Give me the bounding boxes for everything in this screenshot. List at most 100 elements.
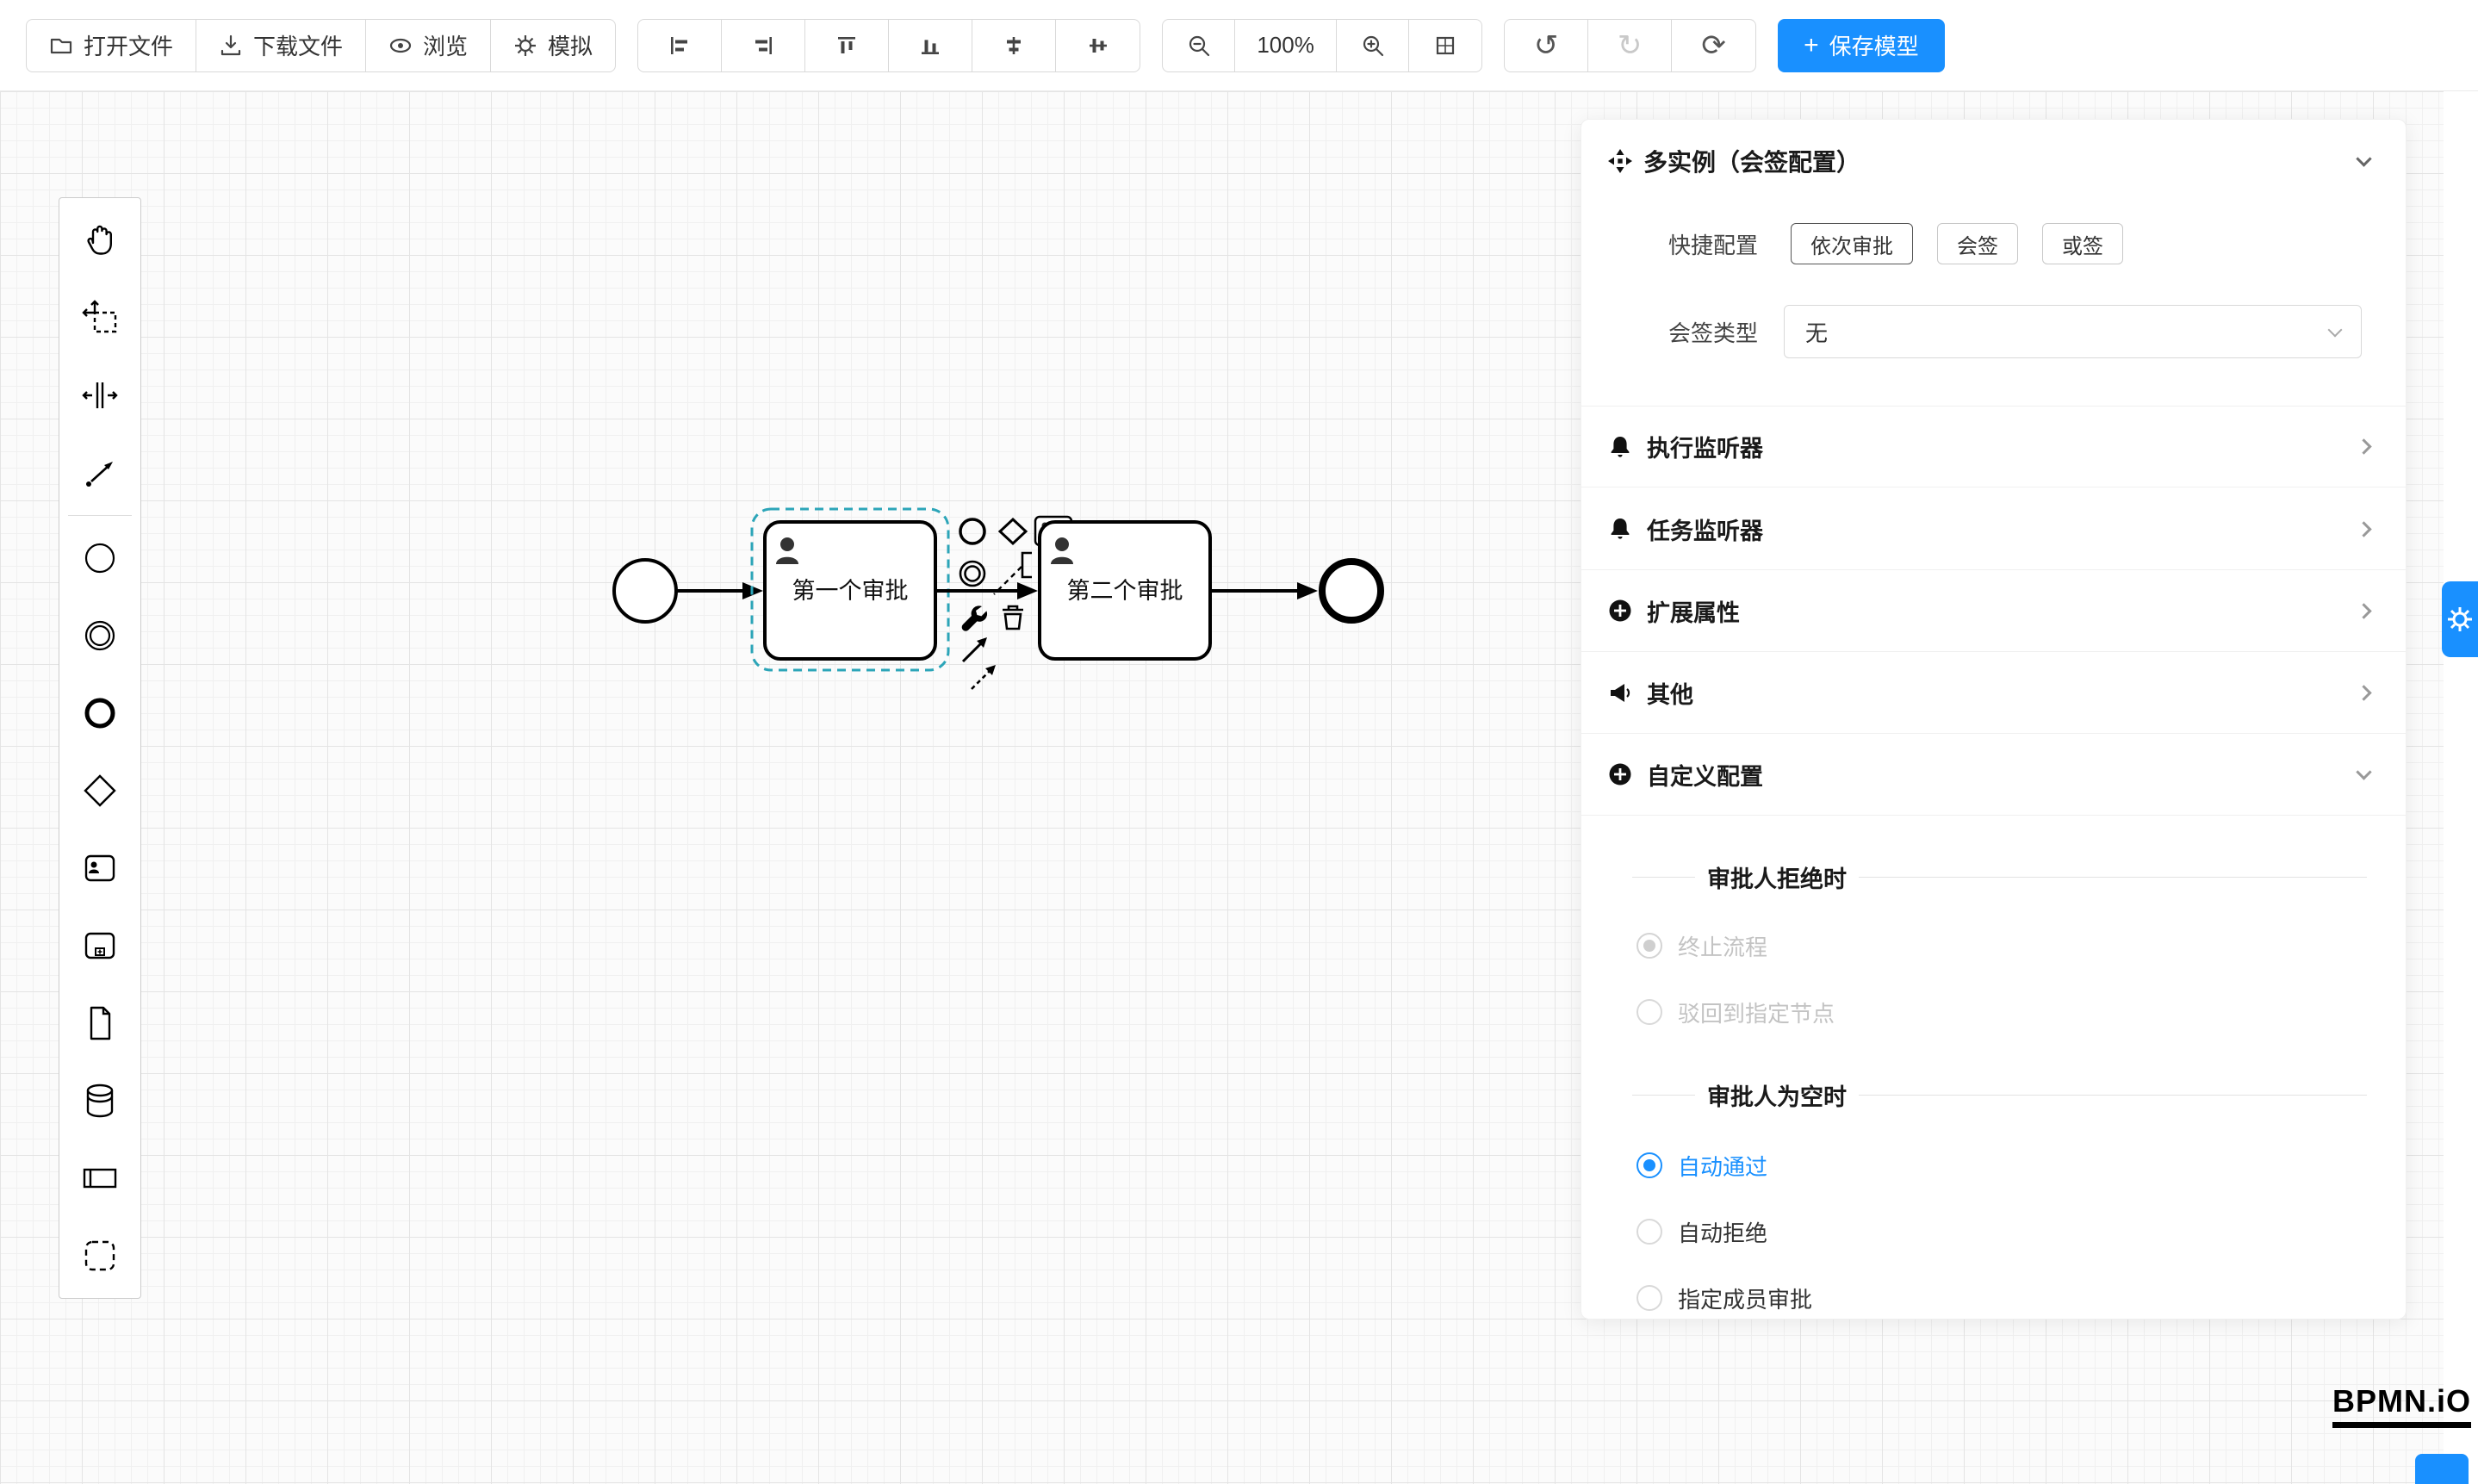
align-bottom-button[interactable] bbox=[889, 19, 973, 71]
radio-reject-to-node[interactable]: 驳回到指定节点 bbox=[1636, 990, 2371, 1034]
global-connect-tool[interactable] bbox=[59, 434, 140, 512]
open-folder-icon bbox=[50, 38, 72, 53]
sync-icon: ⟳ bbox=[1701, 28, 1726, 62]
create-intermediate-event[interactable] bbox=[59, 597, 140, 674]
task-label: 第一个审批 bbox=[792, 578, 909, 604]
create-subprocess[interactable] bbox=[59, 907, 140, 984]
append-end-event-icon[interactable] bbox=[959, 518, 986, 545]
section-task-listener[interactable]: 任务监听器 bbox=[1581, 488, 2406, 570]
open-file-button[interactable]: 打开文件 bbox=[27, 19, 197, 71]
create-data-object[interactable] bbox=[59, 984, 140, 1062]
sequence-flow-2[interactable] bbox=[935, 582, 1038, 599]
radio-auto-reject[interactable]: 自动拒绝 bbox=[1636, 1210, 2371, 1253]
user-task-icon bbox=[84, 854, 115, 882]
chevron-right-icon bbox=[2356, 520, 2372, 537]
sign-type-label: 会签类型 bbox=[1668, 320, 1758, 346]
section-label: 执行监听器 bbox=[1647, 436, 1763, 462]
task-first-approval[interactable]: 第一个审批 bbox=[763, 520, 937, 661]
multi-instance-section-header[interactable]: 多实例（会签配置） bbox=[1607, 139, 2372, 183]
hand-tool[interactable] bbox=[59, 202, 140, 279]
zoom-level: 100% bbox=[1235, 19, 1338, 71]
align-top-button[interactable] bbox=[805, 19, 890, 71]
corner-widget-button[interactable] bbox=[2415, 1454, 2469, 1484]
chevron-down-icon bbox=[2356, 150, 2372, 167]
append-gateway-icon[interactable] bbox=[997, 517, 1028, 546]
divider bbox=[1632, 1094, 1695, 1096]
undo-button[interactable]: ↺ bbox=[1505, 19, 1589, 71]
quick-config-label: 快捷配置 bbox=[1668, 232, 1758, 258]
palette-separator bbox=[68, 515, 132, 516]
group-icon bbox=[84, 1240, 115, 1271]
save-model-button[interactable]: + 保存模型 bbox=[1778, 18, 1945, 72]
simulate-button[interactable]: 模拟 bbox=[491, 20, 615, 71]
align-center-h-button[interactable] bbox=[972, 19, 1057, 71]
section-extended-properties[interactable]: 扩展属性 bbox=[1581, 570, 2406, 652]
align-center-v-icon bbox=[1089, 38, 1107, 53]
lasso-tool[interactable] bbox=[59, 279, 140, 357]
radio-icon[interactable] bbox=[1636, 1152, 1662, 1178]
create-group[interactable] bbox=[59, 1217, 140, 1295]
user-icon bbox=[776, 537, 798, 564]
create-user-task[interactable] bbox=[59, 829, 140, 907]
fit-viewport-button[interactable] bbox=[1409, 20, 1481, 71]
radio-terminate-process[interactable]: 终止流程 bbox=[1636, 924, 2371, 967]
radio-icon[interactable] bbox=[1636, 1219, 1662, 1245]
sequence-flow-3[interactable] bbox=[1210, 582, 1318, 599]
palette bbox=[59, 197, 141, 1299]
subprocess-icon bbox=[84, 932, 115, 959]
chevron-right-icon bbox=[2356, 438, 2372, 455]
radio-label: 终止流程 bbox=[1678, 934, 1768, 960]
wrench-icon[interactable] bbox=[961, 605, 988, 631]
sign-type-value: 无 bbox=[1805, 320, 1829, 346]
download-file-button[interactable]: 下载文件 bbox=[196, 19, 367, 71]
task-second-approval[interactable]: 第二个审批 bbox=[1038, 520, 1212, 661]
align-bottom-icon bbox=[922, 39, 940, 54]
space-tool[interactable] bbox=[59, 357, 140, 434]
save-model-label: 保存模型 bbox=[1829, 34, 1919, 59]
section-custom-config[interactable]: 自定义配置 bbox=[1581, 734, 2406, 816]
sign-type-select[interactable]: 无 bbox=[1784, 305, 2362, 358]
create-data-store[interactable] bbox=[59, 1062, 140, 1139]
quick-option-countersign[interactable]: 会签 bbox=[1937, 223, 2018, 264]
radio-assign-member[interactable]: 指定成员审批 bbox=[1636, 1276, 2371, 1319]
end-event[interactable] bbox=[1319, 558, 1384, 624]
section-other[interactable]: 其他 bbox=[1581, 652, 2406, 734]
create-participant[interactable] bbox=[59, 1139, 140, 1217]
sequence-flow-1[interactable] bbox=[677, 582, 763, 599]
append-intermediate-event-icon[interactable] bbox=[959, 560, 986, 587]
align-center-v-button[interactable] bbox=[1056, 20, 1140, 71]
create-end-event[interactable] bbox=[59, 674, 140, 752]
section-execution-listener[interactable]: 执行监听器 bbox=[1581, 406, 2406, 487]
radio-icon[interactable] bbox=[1636, 999, 1662, 1025]
radio-icon[interactable] bbox=[1636, 1285, 1662, 1311]
quick-option-orsign[interactable]: 或签 bbox=[2042, 223, 2123, 264]
quick-config-row: 快捷配置 依次审批 会签 或签 bbox=[1581, 221, 2406, 266]
trash-icon[interactable] bbox=[1003, 605, 1023, 630]
empty-section-title: 审批人为空时 bbox=[1707, 1084, 1847, 1110]
connect-icon[interactable] bbox=[961, 637, 987, 663]
create-start-event[interactable] bbox=[59, 519, 140, 597]
zoom-in-button[interactable] bbox=[1337, 19, 1410, 71]
align-right-button[interactable] bbox=[722, 19, 806, 71]
connect-dashed-icon[interactable] bbox=[971, 665, 996, 690]
settings-drawer-handle[interactable] bbox=[2442, 581, 2478, 657]
hand-icon bbox=[87, 225, 112, 255]
quick-option-sequential[interactable]: 依次审批 bbox=[1791, 223, 1913, 264]
bpmn-io-logo[interactable]: BPMN.iO bbox=[2332, 1383, 2472, 1428]
intermediate-event-icon bbox=[84, 620, 115, 651]
zoom-out-button[interactable] bbox=[1163, 19, 1236, 71]
redo-button[interactable]: ↻ bbox=[1588, 19, 1673, 71]
end-event-icon bbox=[84, 698, 115, 729]
radio-icon[interactable] bbox=[1636, 933, 1662, 959]
zoom-button-group: 100% bbox=[1162, 18, 1483, 72]
bell-icon bbox=[1611, 436, 1630, 457]
preview-button[interactable]: 浏览 bbox=[366, 19, 492, 71]
radio-auto-pass[interactable]: 自动通过 bbox=[1636, 1144, 2371, 1187]
align-left-button[interactable] bbox=[638, 19, 723, 71]
reject-section-header: 审批人拒绝时 bbox=[1632, 855, 2367, 898]
start-event[interactable] bbox=[612, 558, 678, 624]
zoom-out-icon bbox=[1189, 35, 1209, 56]
reset-button[interactable]: ⟳ bbox=[1672, 20, 1755, 71]
create-gateway[interactable] bbox=[59, 752, 140, 829]
